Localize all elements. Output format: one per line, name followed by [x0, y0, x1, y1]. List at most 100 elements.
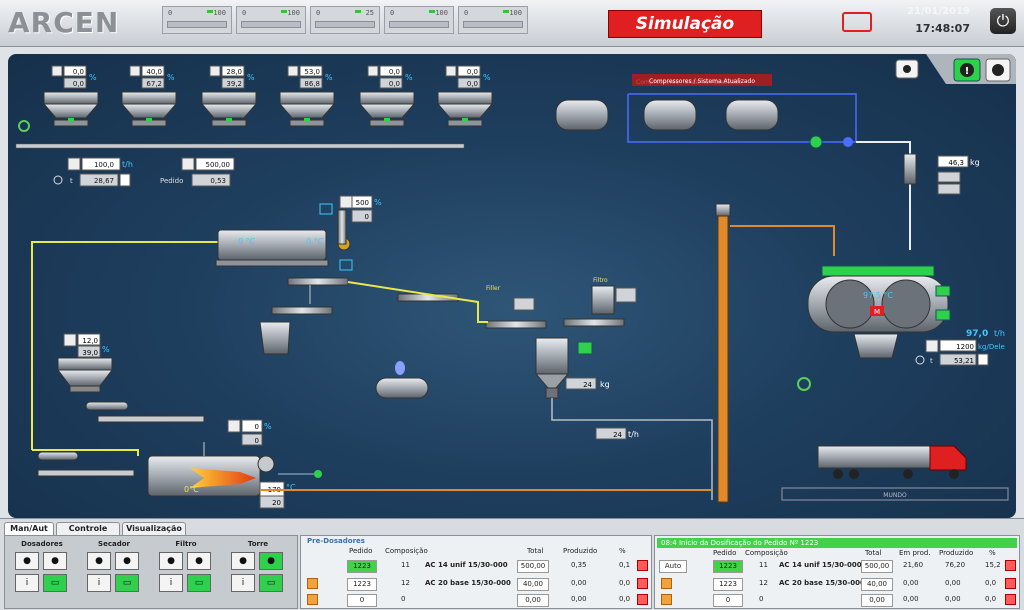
yellow-feed-line — [31, 241, 220, 450]
dosing-silo: 40,067,2% — [120, 65, 178, 127]
svg-text:Pedido: Pedido — [160, 177, 183, 185]
table-header: Pedido Composição Total Produzido % — [349, 547, 626, 555]
stop-button[interactable]: ● — [43, 552, 67, 570]
svg-text:24: 24 — [613, 431, 622, 439]
screen-icon[interactable] — [319, 203, 333, 215]
table-header: Pedido Composição Total Em prod. Produzi… — [713, 549, 996, 557]
screen-button[interactable]: ▭ — [43, 574, 67, 592]
yellow-line-mid — [347, 281, 488, 323]
table-row[interactable]: 1223 12 AC 20 base 15/30-000 40,00 0,00 … — [655, 576, 1019, 591]
start-button[interactable]: ● — [15, 552, 39, 570]
svg-text:%: % — [247, 73, 255, 82]
svg-text:500,00: 500,00 — [206, 161, 231, 169]
svg-text:%: % — [167, 73, 175, 82]
table-row[interactable]: 1223 12 AC 20 base 15/30-000 40,00 0,00 … — [301, 576, 651, 591]
svg-text:67,2: 67,2 — [146, 80, 162, 88]
filler-silo — [591, 285, 615, 315]
dryer-percent-readout: 500 0 % — [339, 195, 382, 223]
bitumen-meter — [903, 153, 917, 185]
auto-mode-button[interactable]: Auto — [659, 560, 687, 573]
screen-button[interactable]: ▭ — [115, 574, 139, 592]
bitumen-tanks: Compressores / Sistema Atualizado — [555, 74, 857, 149]
view-toggle-icon[interactable] — [895, 59, 919, 79]
svg-text:39,0: 39,0 — [82, 349, 98, 357]
filler-line — [551, 398, 713, 500]
info-button[interactable]: i — [15, 574, 39, 592]
svg-text:t: t — [70, 177, 73, 185]
stop-button[interactable]: ● — [115, 552, 139, 570]
svg-text:%: % — [405, 73, 413, 82]
start-button[interactable]: ● — [159, 552, 183, 570]
power-icon[interactable]: ⏻ — [990, 8, 1016, 34]
pugmill-mixer: 97,5 °C M — [807, 265, 949, 359]
svg-text:0,0: 0,0 — [73, 80, 84, 88]
tab-man-aut[interactable]: Man/Aut — [4, 522, 54, 535]
svg-text:0,0: 0,0 — [389, 68, 400, 76]
hot-elevator — [717, 209, 729, 503]
start-button[interactable]: ● — [231, 552, 255, 570]
info-button[interactable]: i — [231, 574, 255, 592]
screen-button[interactable]: ▭ — [187, 574, 211, 592]
simulation-mode-button[interactable]: Simulação — [608, 10, 762, 38]
svg-text:97,0: 97,0 — [966, 329, 988, 339]
table-row[interactable]: 0 0 0,00 0,00 0,0 — [301, 592, 651, 607]
alarm-icon[interactable] — [842, 12, 872, 32]
table-row[interactable]: 0 0 0,00 0,00 0,00 0,0 — [655, 592, 1019, 607]
stop-button[interactable]: ● — [259, 552, 283, 570]
table-row[interactable]: 1223 11 AC 14 unif 15/30-000 500,00 0,35… — [301, 558, 651, 573]
dosing-silo: 0,00,0% — [436, 65, 494, 127]
truck: MUNDO — [781, 445, 1009, 501]
svg-text:53,21: 53,21 — [954, 357, 974, 365]
svg-text:0,0: 0,0 — [467, 80, 478, 88]
svg-text:86,8: 86,8 — [304, 80, 320, 88]
stop-button[interactable]: ● — [187, 552, 211, 570]
info-icon[interactable]: ! — [953, 58, 981, 82]
info-button[interactable]: i — [87, 574, 111, 592]
start-button[interactable]: ● — [87, 552, 111, 570]
svg-text:t/h: t/h — [122, 160, 133, 169]
table-row[interactable]: Auto 1223 11 AC 14 unif 15/30-000 500,00… — [655, 558, 1019, 573]
svg-text:1200: 1200 — [956, 343, 974, 351]
tab-visualizacao[interactable]: Visualização — [122, 522, 186, 535]
svg-text:Compressores / Sistema Atualiz: Compressores / Sistema Atualizado — [649, 78, 755, 85]
svg-text:0,0: 0,0 — [389, 80, 400, 88]
mid-screws — [271, 277, 625, 329]
burner-percent-readout: 0 0 % — [227, 419, 272, 446]
svg-text:%: % — [102, 345, 110, 354]
small-tank — [375, 377, 429, 399]
lock-icon[interactable] — [18, 120, 30, 132]
svg-text:!: ! — [965, 66, 970, 77]
screen-button[interactable]: ▭ — [259, 574, 283, 592]
feeder-readouts: 100,0 t/h t 28,67 500,00 Pedido 0,53 — [53, 157, 235, 187]
svg-text:53,0: 53,0 — [304, 68, 320, 76]
svg-text:12,0: 12,0 — [82, 337, 98, 345]
date-display: 21/01/2019 — [907, 6, 970, 17]
svg-text:%: % — [325, 73, 333, 82]
group-torre: Torre ● ● i ▭ — [227, 540, 289, 604]
settings-icon[interactable] — [985, 58, 1011, 82]
drop-icon — [395, 361, 405, 375]
svg-text:kg/Dele: kg/Dele — [978, 343, 1005, 351]
screen-icon-2[interactable] — [339, 259, 353, 271]
tab-controle[interactable]: Controle — [56, 522, 120, 535]
svg-text:0,53: 0,53 — [210, 177, 226, 185]
lock-icon-2[interactable] — [797, 377, 811, 391]
reject-hopper — [259, 321, 291, 355]
svg-text:100,0: 100,0 — [94, 161, 114, 169]
svg-text:t/h: t/h — [994, 329, 1005, 338]
svg-text:0 °C: 0 °C — [238, 237, 256, 246]
filler-panel — [615, 287, 637, 303]
group-secador: Secador ● ● i ▭ — [83, 540, 145, 604]
svg-text:97,5 °C: 97,5 °C — [863, 291, 893, 300]
svg-text:0,0: 0,0 — [467, 68, 478, 76]
svg-text:0 °C: 0 °C — [306, 237, 324, 246]
screw-conveyor-top: 0 °C 0 °C — [215, 229, 329, 267]
info-button[interactable]: i — [159, 574, 183, 592]
predosing-table: Pre-Dosadores Pedido Composição Total Pr… — [300, 535, 652, 609]
control-panel: Dosadores ● ● i ▭ Secador ● ● i ▭ Filtro… — [4, 535, 298, 609]
